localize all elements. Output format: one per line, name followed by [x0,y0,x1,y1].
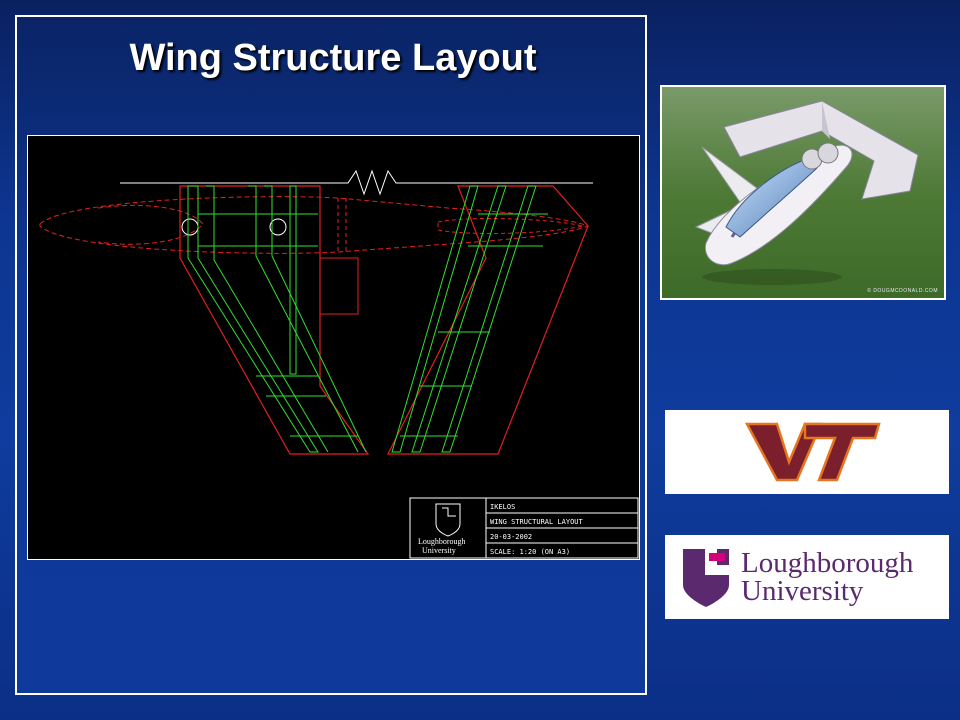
canopy-outline [97,204,204,245]
title-block-logo-icon [435,503,461,537]
wing-structure-drawing: Loughborough University IKELOS WING STRU… [39,169,639,559]
section-line [120,169,593,196]
title-block-scale: SCALE: 1:20 (ON A3) [490,548,570,556]
forward-wing-mid-spar [248,185,359,453]
slide-title: Wing Structure Layout [129,37,537,79]
title-block-drawing-name: WING STRUCTURAL LAYOUT [490,518,584,526]
loughborough-wordmark-line1: Loughborough [741,547,914,579]
left-circle [181,218,199,236]
right-circle [269,218,287,236]
loughborough-shield-icon [683,549,729,607]
forward-wing-rear-spar [289,185,297,375]
loughborough-wordmark-line2: University [741,575,864,607]
vt-logo-icon [744,422,881,482]
aircraft-render-image: © DOUGMCDONALD.COM [660,85,946,300]
photo-credit: © DOUGMCDONALD.COM [867,288,938,294]
main-content-panel: Wing Structure Layout [15,15,647,695]
title-block: Loughborough University IKELOS WING STRU… [409,497,639,559]
forward-wing-outline [179,185,370,455]
forward-wing-front-spar [187,185,319,453]
aft-wing-outline [387,185,589,455]
title-block-logo-line1: Loughborough [418,537,466,546]
aft-wing-mid-spar [411,185,507,453]
tail-cone-outline [437,218,584,234]
title-block-logo-line2: University [422,546,456,555]
aircraft-illustration [662,87,944,298]
aft-wing-rear-spar [441,185,537,453]
pod-outline [319,257,359,315]
aft-wing-front-spar [391,185,479,453]
title-block-date: 20-03-2002 [490,533,532,541]
title-block-project: IKELOS [490,503,515,511]
virginia-tech-logo [665,410,949,494]
cad-drawing: Loughborough University IKELOS WING STRU… [27,135,640,560]
loughborough-university-logo: Loughborough University [665,535,949,619]
